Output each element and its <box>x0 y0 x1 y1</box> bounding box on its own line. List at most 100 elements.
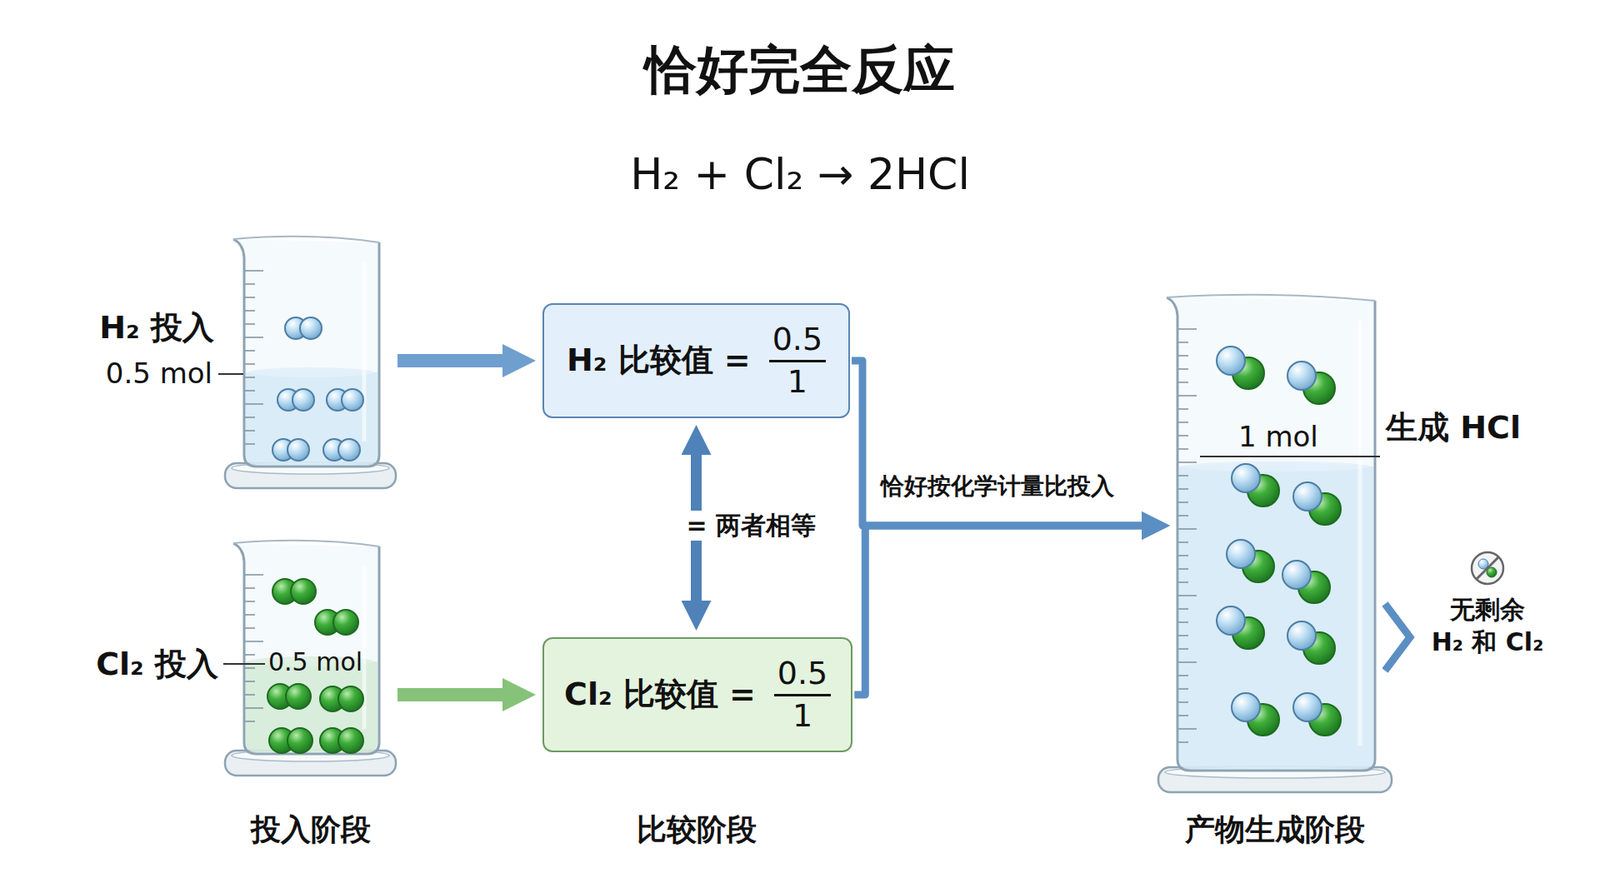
edge-label: = 两者相等 <box>683 510 820 541</box>
beaker-illustration <box>225 236 396 489</box>
box-heading: H₂ 比较值 = <box>566 342 751 380</box>
graduation-tick <box>245 376 255 379</box>
stage-label: 投入阶段 <box>169 812 453 847</box>
comparison-box: Cl₂ 比较值 =0.51 <box>542 637 853 753</box>
edge-label: 恰好按化学计量比投入 <box>877 472 1118 501</box>
graduation-tick <box>245 430 255 432</box>
graduation-tick <box>1178 448 1189 450</box>
graduation-tick <box>245 574 264 576</box>
graduation-tick <box>1178 461 1197 464</box>
graduation-tick <box>1178 541 1189 544</box>
chlorine-atom <box>333 610 359 635</box>
connector-arrow <box>397 354 506 368</box>
graduation-tick <box>1178 368 1189 370</box>
hydrogen-atom <box>1231 693 1260 722</box>
graduation-tick <box>1178 355 1189 357</box>
amount-label: 0.5 mol <box>268 648 363 678</box>
graduation-tick <box>1178 595 1197 597</box>
amount-label: 生成 HCl <box>1385 410 1521 447</box>
graduation-tick <box>245 270 264 272</box>
chlorine-atom <box>285 684 311 710</box>
graduation-tick <box>1178 381 1189 384</box>
graduation-tick <box>245 654 255 656</box>
connector-arrow <box>397 688 506 702</box>
leader-line <box>223 663 265 665</box>
graduation-tick <box>1178 728 1197 730</box>
amount-label: 0.5 mol <box>105 357 213 390</box>
graduation-tick <box>1178 741 1189 744</box>
hydrogen-atom <box>1226 540 1255 569</box>
hydrogen-atom <box>338 439 360 461</box>
beaker-rim <box>233 236 380 243</box>
graduation-tick <box>245 296 255 299</box>
graduation-tick <box>1178 515 1189 517</box>
beaker-node: 1 mol生成 HCl <box>1175 304 1375 771</box>
graduation-tick <box>1178 608 1189 610</box>
no-residue-icon <box>1471 552 1504 585</box>
chlorine-atom <box>338 728 364 754</box>
graduation-tick <box>245 416 255 419</box>
graduation-tick <box>245 694 255 696</box>
graduation-tick <box>245 310 255 312</box>
leader-line <box>218 373 244 375</box>
hydrogen-atom <box>292 389 315 411</box>
graduation-tick <box>1178 661 1197 664</box>
chlorine-atom <box>287 728 313 754</box>
beaker-wall <box>233 239 380 467</box>
hydrogen-atom <box>1293 482 1322 511</box>
graduation-tick <box>245 667 255 670</box>
graduation-tick <box>1178 621 1189 624</box>
note-text: 无剩余 H₂ 和 Cl₂ <box>1416 593 1559 659</box>
beaker-rim <box>233 540 380 547</box>
hydrogen-atom <box>1216 606 1245 635</box>
hydrogen-atom <box>300 317 322 340</box>
beaker-label: Cl₂ 投入 <box>95 646 219 684</box>
graduation-tick <box>1178 581 1189 584</box>
hydrogen-atom <box>1287 621 1316 650</box>
graduation-tick <box>1178 688 1189 690</box>
graduation-tick <box>1178 555 1189 557</box>
box-heading: Cl₂ 比较值 = <box>564 676 756 714</box>
hydrogen-atom <box>341 389 364 411</box>
connector-arrow <box>851 360 1145 526</box>
hydrogen-atom <box>1231 464 1260 493</box>
fraction-numerator: 0.5 <box>774 655 831 697</box>
beaker-label: H₂ 投入 <box>99 310 215 347</box>
graduation-tick <box>245 323 255 325</box>
chevron <box>1385 604 1410 671</box>
graduation-tick <box>245 336 264 339</box>
graduation-tick <box>245 707 264 710</box>
graduation-tick <box>1178 501 1189 504</box>
graduation-tick <box>1178 648 1189 650</box>
glass-highlight <box>362 262 367 442</box>
beaker-wall <box>1166 297 1375 771</box>
leader-line <box>1200 455 1380 458</box>
graduation-tick <box>1178 675 1189 677</box>
graduation-tick <box>1178 568 1189 570</box>
stage-label: 产物生成阶段 <box>1116 812 1434 847</box>
beaker-node: H₂ 投入0.5 mol <box>241 245 380 467</box>
graduation-tick <box>245 640 264 643</box>
fraction: 0.51 <box>769 321 826 400</box>
diagram-title: 恰好完全反应 <box>0 40 1600 100</box>
beaker-wall <box>233 543 380 755</box>
hydrogen-atom <box>1282 560 1311 590</box>
graduation-tick <box>245 600 255 603</box>
glass-highlight <box>1358 320 1363 746</box>
comparison-box: H₂ 比较值 = 0.51 <box>542 303 850 419</box>
chlorine-atom <box>338 686 364 712</box>
graduation-tick <box>245 614 255 616</box>
graduation-tick <box>245 627 255 630</box>
stage-label: 比较阶段 <box>555 812 839 847</box>
graduation-tick <box>245 587 255 590</box>
connector-arrow <box>854 525 1145 695</box>
hydrogen-atom <box>287 439 310 461</box>
graduation-tick <box>245 283 255 285</box>
hydrogen-atom <box>1216 346 1245 375</box>
beaker-label: 1 mol <box>1238 420 1319 454</box>
graduation-tick <box>1178 475 1189 477</box>
beaker-illustration <box>225 540 396 776</box>
